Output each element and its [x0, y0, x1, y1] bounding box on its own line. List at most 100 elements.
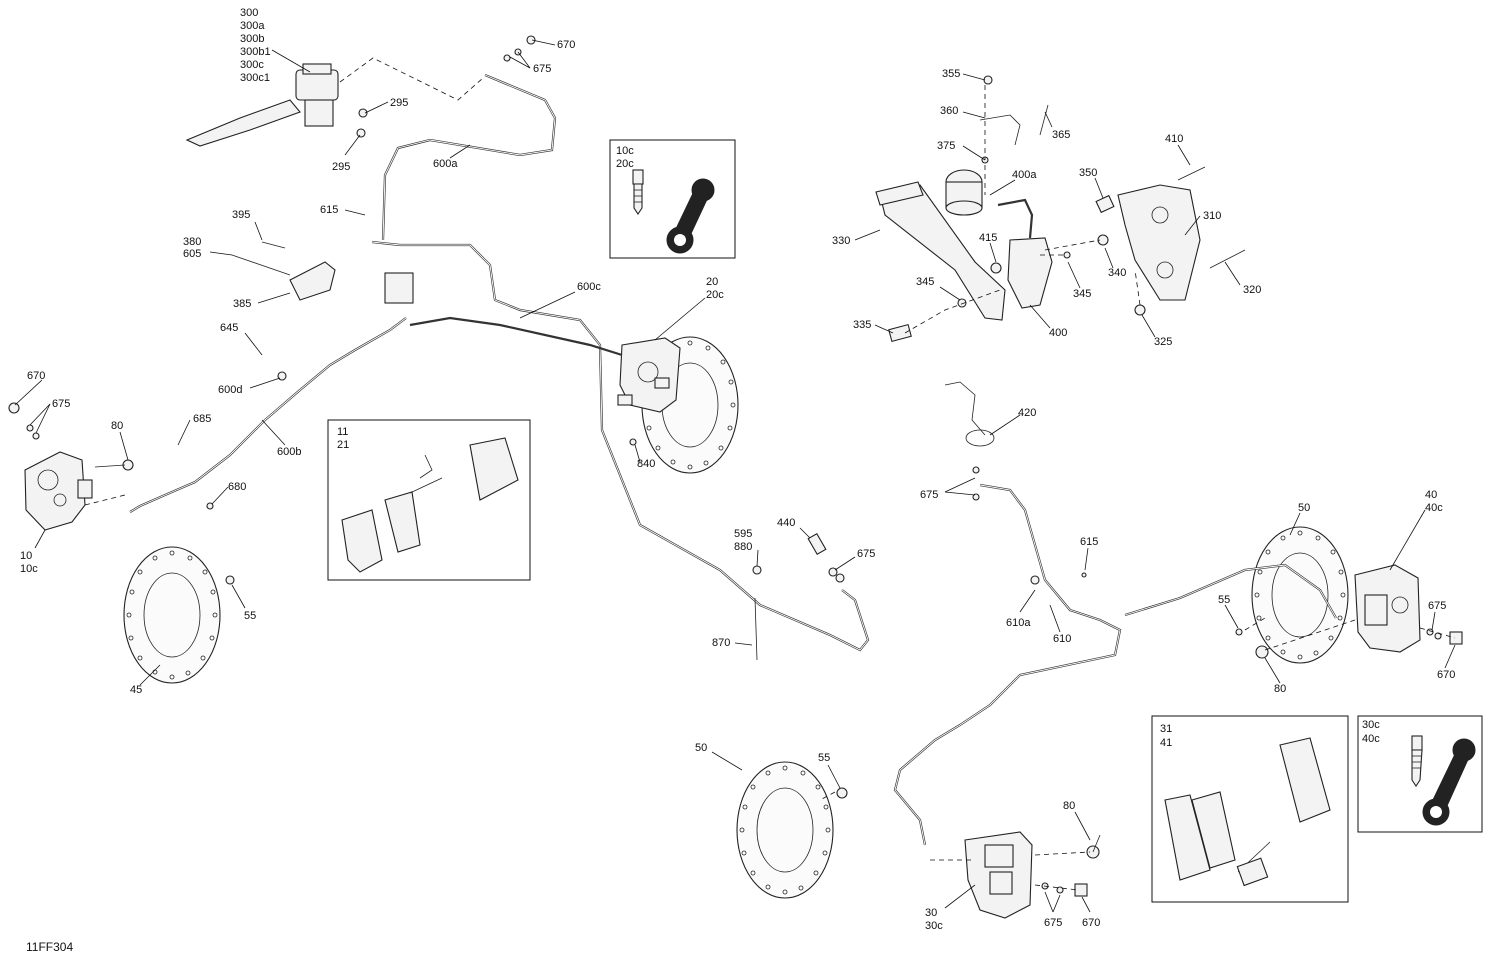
callout-360: 360: [940, 105, 958, 117]
callout-600d: 600d: [218, 384, 242, 396]
callout-600c: 600c: [577, 281, 601, 293]
callout-80: 80: [1063, 800, 1075, 812]
brake-pad-spring: [341, 509, 383, 573]
callout-350: 350: [1079, 167, 1097, 179]
rear-left-brake-disc: [736, 761, 834, 899]
callout-20: 20: [706, 276, 718, 288]
inset-bleeder-rear-line2: 40c: [1362, 733, 1380, 745]
inset-bleeder-rear-line1: 30c: [1362, 719, 1380, 731]
callout-50: 50: [1298, 502, 1310, 514]
callout-30: 30: [925, 907, 937, 919]
callout-600a: 600a: [433, 158, 458, 170]
rear-left-caliper: [964, 831, 1033, 919]
callout-335: 335: [853, 319, 871, 331]
rear-brake-pedal: [875, 181, 1006, 321]
callout-675: 675: [1044, 917, 1062, 929]
pad-retainer-clip: [419, 454, 433, 479]
callout-375: 375: [937, 140, 955, 152]
callout-675: 675: [920, 489, 938, 501]
brake-hoses: [129, 73, 1337, 846]
callout-45: 45: [130, 684, 142, 696]
callout-355: 355: [942, 68, 960, 80]
front-left-caliper: [24, 451, 93, 531]
callout-labels: 300 300a 300b 300b1 300c 300c1 670 675 2…: [20, 7, 1455, 932]
callout-80: 80: [1274, 683, 1286, 695]
front-left-brake-disc: [123, 546, 221, 684]
callout-345: 345: [916, 276, 934, 288]
callout-325: 325: [1154, 336, 1172, 348]
inset-bleeder-front-line2: 20c: [616, 158, 634, 170]
callout-605: 605: [183, 248, 201, 260]
rear-right-brake-disc: [1251, 526, 1349, 664]
front-right-caliper: [617, 337, 681, 413]
callout-675: 675: [533, 63, 551, 75]
callout-55: 55: [244, 610, 256, 622]
bleeder-cap-icon: [1422, 738, 1476, 826]
callout-310: 310: [1203, 210, 1221, 222]
callout-30c: 30c: [925, 920, 943, 932]
callout-420: 420: [1018, 407, 1036, 419]
pad-pin: [409, 477, 443, 494]
callout-840: 840: [637, 458, 655, 470]
inset-pads-rear-line1: 31: [1160, 723, 1172, 735]
rear-master-cylinder: [1007, 237, 1053, 309]
callout-300c: 300c: [240, 59, 264, 71]
rear-pad-spring: [1164, 794, 1211, 881]
callout-675: 675: [1428, 600, 1446, 612]
callout-680: 680: [228, 481, 246, 493]
callout-295: 295: [332, 161, 350, 173]
callout-670: 670: [1082, 917, 1100, 929]
callout-10: 10: [20, 550, 32, 562]
callout-10c: 10c: [20, 563, 38, 575]
callout-40: 40: [1425, 489, 1437, 501]
callout-670: 670: [27, 370, 45, 382]
brake-pad-inner: [384, 491, 421, 553]
bleeder-cap-icon: [666, 178, 715, 254]
pedal-bracket: [979, 114, 1021, 146]
callout-300b1: 300b1: [240, 46, 271, 58]
callout-50: 50: [695, 742, 707, 754]
callout-880: 880: [734, 541, 752, 553]
fasteners: [8, 35, 1463, 897]
callout-685: 685: [193, 413, 211, 425]
callout-645: 645: [220, 322, 238, 334]
callout-440: 440: [777, 517, 795, 529]
rear-right-caliper: [1354, 564, 1421, 653]
inset-bleeder-front: 10c 20c: [609, 139, 736, 259]
callout-365: 365: [1052, 129, 1070, 141]
callout-300a: 300a: [240, 20, 265, 32]
callout-675: 675: [857, 548, 875, 560]
callout-610: 610: [1053, 633, 1071, 645]
callout-415: 415: [979, 232, 997, 244]
callout-320: 320: [1243, 284, 1261, 296]
rear-brake-pad-inner: [1191, 791, 1236, 869]
brake-pad-outer: [469, 437, 519, 501]
inset-pads-front-line2: 21: [337, 439, 349, 451]
callout-615: 615: [1080, 536, 1098, 548]
callout-55: 55: [818, 752, 830, 764]
callout-675: 675: [52, 398, 70, 410]
inset-pads-front: 11 21: [327, 419, 531, 581]
callout-385: 385: [233, 298, 251, 310]
callout-330: 330: [832, 235, 850, 247]
footrest-bracket: [1117, 184, 1201, 301]
callout-300: 300: [240, 7, 258, 19]
callout-610a: 610a: [1006, 617, 1031, 629]
inset-pads-rear-line2: 41: [1160, 737, 1172, 749]
wheel-speed-sensor: [944, 381, 995, 447]
callout-340: 340: [1108, 267, 1126, 279]
callout-870: 870: [712, 637, 730, 649]
callout-295: 295: [390, 97, 408, 109]
dashed-connectors: [84, 57, 1456, 891]
callout-300b: 300b: [240, 33, 264, 45]
bleeder-screw-icon: [1411, 735, 1423, 787]
callout-400a: 400a: [1012, 169, 1037, 181]
callout-40c: 40c: [1425, 502, 1443, 514]
callout-80: 80: [111, 420, 123, 432]
rear-pad-clip: [1236, 857, 1269, 887]
callout-380: 380: [183, 236, 201, 248]
callout-595: 595: [734, 528, 752, 540]
diagram-code: 11FF304: [26, 940, 73, 954]
callout-615: 615: [320, 204, 338, 216]
